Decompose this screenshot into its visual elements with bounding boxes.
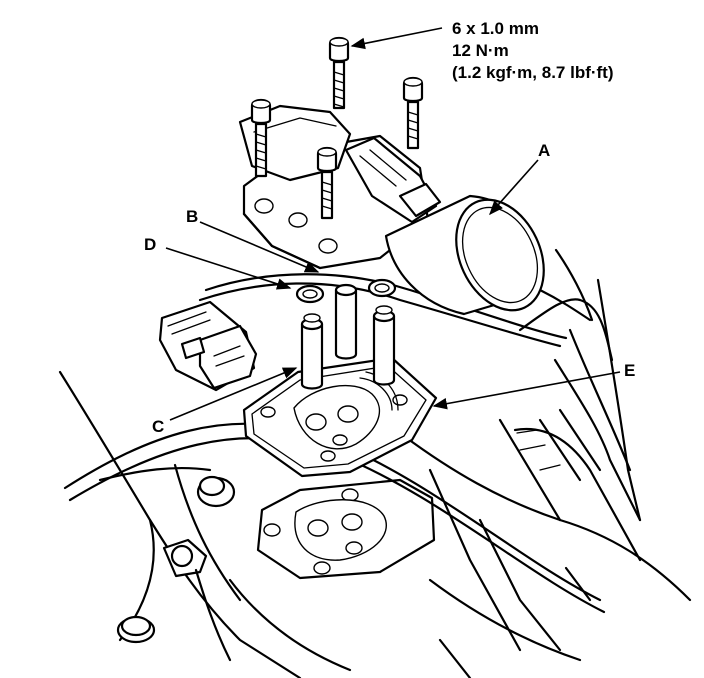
torque-spec-line1: 6 x 1.0 mm bbox=[452, 19, 539, 38]
filter-tubes bbox=[300, 283, 396, 390]
callout-b: B bbox=[186, 207, 198, 226]
leader-lines bbox=[165, 27, 621, 421]
harness-connector bbox=[158, 300, 258, 392]
callout-c: C bbox=[152, 417, 164, 436]
torque-spec-line2: 12 N·m bbox=[452, 41, 509, 60]
torque-spec-line3: (1.2 kgf·m, 8.7 lbf·ft) bbox=[452, 63, 614, 82]
o-rings bbox=[295, 278, 397, 304]
callout-d: D bbox=[144, 235, 156, 254]
gasket-plate bbox=[242, 356, 438, 478]
torque-spec: 6 x 1.0 mm 12 N·m (1.2 kgf·m, 8.7 lbf·ft… bbox=[452, 19, 614, 82]
callout-a: A bbox=[538, 141, 550, 160]
mounting-pad bbox=[256, 478, 436, 580]
solenoid-valve bbox=[238, 104, 545, 316]
mounting-bolts bbox=[250, 36, 424, 220]
callout-e: E bbox=[624, 361, 635, 380]
